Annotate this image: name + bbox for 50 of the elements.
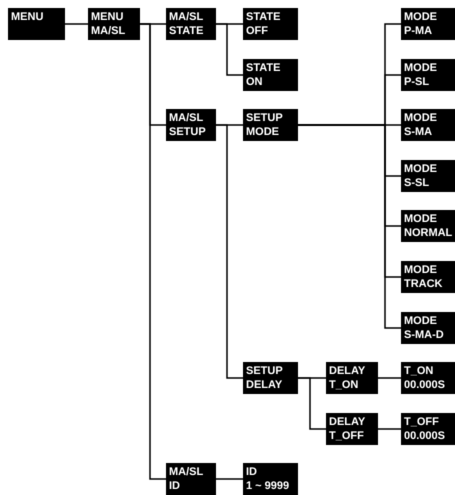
- connector-line: [216, 23, 243, 76]
- menu-box: [8, 8, 65, 40]
- connector-line: [65, 23, 88, 25]
- connector-line: [216, 478, 243, 480]
- menu-label: MODE P-SL: [404, 61, 438, 89]
- menu-box: [401, 160, 455, 192]
- menu-box: [243, 109, 298, 141]
- menu-label: DELAY T_OFF: [329, 415, 366, 443]
- menu-label: MODE TRACK: [404, 263, 444, 291]
- menu-box: [243, 463, 298, 495]
- menu-label: ID 1 ~ 9999: [246, 465, 290, 493]
- menu-label: SETUP MODE: [246, 111, 284, 139]
- menu-label: STATE ON: [246, 61, 282, 89]
- menu-label: STATE OFF: [246, 10, 282, 38]
- menu-label: DELAY T_ON: [329, 364, 366, 392]
- menu-box: [166, 8, 216, 40]
- menu-label: T_ON 00.000S: [404, 364, 446, 392]
- menu-label: MA/SL ID: [169, 465, 204, 493]
- menu-label: T_OFF 00.000S: [404, 415, 446, 443]
- menu-box: [401, 8, 455, 40]
- menu-box: [401, 59, 455, 91]
- menu-label: MA/SL STATE: [169, 10, 204, 38]
- connector-line: [298, 124, 401, 329]
- menu-box: [401, 261, 455, 293]
- menu-box: [166, 463, 216, 495]
- menu-label: MODE S-MA-D: [404, 314, 445, 342]
- connector-line: [140, 23, 166, 480]
- connector-line: [378, 428, 401, 430]
- menu-label: MA/SL SETUP: [169, 111, 207, 139]
- menu-label: SETUP DELAY: [246, 364, 284, 392]
- menu-label: MODE P-MA: [404, 10, 438, 38]
- connector-line: [298, 377, 326, 430]
- menu-box: [401, 362, 455, 394]
- menu-box: [243, 59, 298, 91]
- menu-box: [243, 8, 298, 40]
- menu-label: MENU: [11, 10, 44, 24]
- menu-box: [166, 109, 216, 141]
- menu-label: MODE NORMAL: [404, 212, 452, 240]
- menu-box: [88, 8, 140, 40]
- menu-box: [401, 312, 455, 344]
- menu-box: [401, 413, 455, 445]
- menu-label: MODE S-MA: [404, 111, 438, 139]
- menu-label: MODE S-SL: [404, 162, 438, 190]
- menu-box: [326, 362, 378, 394]
- connector-line: [378, 377, 401, 379]
- menu-label: MENU MA/SL: [91, 10, 126, 38]
- menu-box: [243, 362, 298, 394]
- connector-line: [216, 124, 243, 379]
- menu-box: [326, 413, 378, 445]
- menu-box: [401, 109, 455, 141]
